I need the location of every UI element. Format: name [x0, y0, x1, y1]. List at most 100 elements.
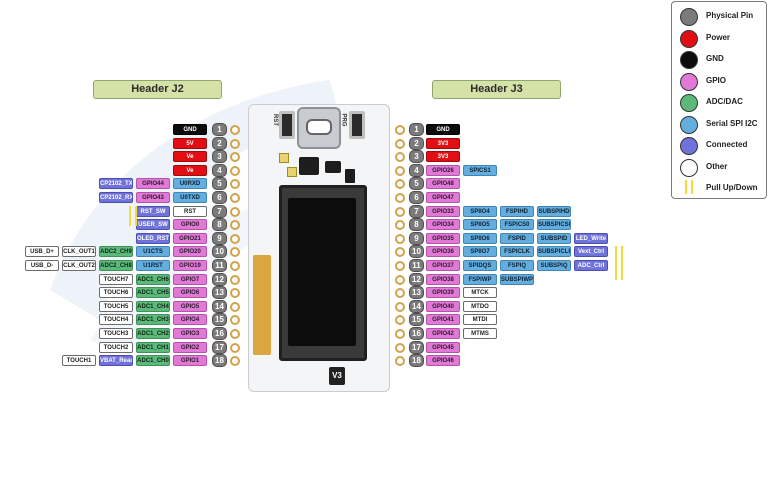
pull-up-down-icon [615, 246, 623, 267]
j3-pin-2-label-1: 3V3 [426, 137, 460, 149]
header-hole-right-6 [395, 193, 405, 203]
legend-swatch-icon [680, 51, 698, 69]
j3-pin-6: 6 [409, 191, 424, 204]
j2-pin-11-label-5: USB_D- [25, 260, 59, 271]
j2-pin-16-label-3: TOUCH3 [99, 328, 133, 339]
j2-pin-12: 12 [212, 272, 227, 286]
legend-swatch-icon [680, 158, 698, 177]
header-hole-left-7 [230, 206, 240, 217]
j2-pin-15: 15 [212, 313, 227, 327]
header-hole-left-6 [230, 193, 240, 203]
j2-pin-16-label-1: GPIO3 [173, 328, 207, 339]
legend-label: Power [706, 32, 731, 42]
j2-pin-6: 6 [212, 191, 227, 204]
j2-pin-5-label-3: CP2102_TX [99, 178, 133, 190]
j2-pin-2-label-1: 5V [173, 137, 207, 149]
j2-pin-13: 13 [212, 286, 227, 300]
chip [299, 157, 319, 175]
j2-pin-13-label-3: TOUCH6 [99, 287, 133, 299]
header-hole-left-1 [230, 125, 240, 135]
chip [287, 167, 297, 177]
j3-pin-15: 15 [409, 313, 424, 327]
header-j2-title: Header J2 [93, 80, 222, 99]
j2-pin-6-label-2: GPIO43 [136, 192, 170, 203]
header-hole-left-5 [230, 179, 240, 190]
j3-pin-10: 10 [409, 245, 424, 259]
j3-pin-11-label-3: FSPIQ [500, 260, 534, 271]
j3-pin-7-label-4: SUBSPIHD [537, 205, 571, 217]
legend-label: Pull Up/Down [706, 183, 758, 192]
j2-pin-10-label-4: CLK_OUT1 [62, 246, 96, 258]
j2-pin-12-label-1: GPIO7 [173, 273, 207, 285]
j3-pin-16-label-2: MTMS [463, 328, 497, 339]
j2-pin-4-label-1: Ve [173, 164, 207, 176]
j2-pin-10-label-1: GPIO20 [173, 246, 207, 258]
j3-pin-11: 11 [409, 259, 424, 272]
j2-pin-14-label-2: ADC1_CH4 [136, 300, 170, 312]
j2-pin-11-label-1: GPIO19 [173, 260, 207, 271]
j2-pin-8-label-2: USER_SW [136, 219, 170, 231]
header-hole-left-11 [230, 261, 240, 271]
header-hole-left-2 [230, 138, 240, 149]
prg-button[interactable] [349, 111, 365, 139]
j3-pin-11-label-5: ADC_Ctrl [574, 260, 608, 271]
legend-swatch-icon [680, 8, 698, 26]
header-hole-left-9 [230, 233, 240, 244]
header-hole-right-11 [395, 261, 405, 271]
j3-pin-11-label-2: SPIDQS [463, 260, 497, 271]
dev-board: RST PRG V3 [248, 104, 390, 392]
j2-pin-5-label-2: GPIO44 [136, 178, 170, 190]
header-hole-left-17 [230, 342, 240, 353]
header-hole-left-18 [230, 356, 240, 367]
j3-pin-3-label-1: 3V3 [426, 151, 460, 163]
j2-pin-7-label-1: RST [173, 205, 207, 217]
oled-display [279, 185, 367, 361]
j2-pin-15-label-2: ADC1_CH3 [136, 314, 170, 326]
legend-label: Connected [706, 140, 748, 149]
j2-pin-18-label-3: VBAT_Read [99, 355, 133, 367]
j2-pin-3-label-1: Ve [173, 151, 207, 163]
j2-pin-14-label-1: GPIO5 [173, 300, 207, 312]
j2-pin-9: 9 [212, 231, 227, 245]
j3-pin-6-label-1: GPIO47 [426, 192, 460, 203]
j3-pin-10-label-1: GPIO36 [426, 246, 460, 258]
legend-label: GND [706, 54, 724, 63]
header-hole-right-2 [395, 138, 405, 149]
j3-pin-13: 13 [409, 286, 424, 300]
j2-pin-12-label-2: ADC1_CH6 [136, 273, 170, 285]
j3-pin-1: 1 [409, 123, 424, 136]
j2-pin-13-label-1: GPIO6 [173, 287, 207, 299]
rst-button[interactable] [279, 111, 295, 139]
j2-pin-11-label-4: CLK_OUT2 [62, 260, 96, 271]
j2-pin-2: 2 [212, 136, 227, 150]
j3-pin-12-label-3: SUBSPIWP [500, 273, 534, 285]
header-hole-right-3 [395, 152, 405, 163]
j3-pin-10-label-4: SUBSPICLK [537, 246, 571, 258]
j2-pin-10-label-3: ADC2_CH9 [99, 246, 133, 258]
j3-pin-4-label-1: GPIO26 [426, 164, 460, 176]
header-hole-left-16 [230, 329, 240, 339]
j3-pin-18-label-1: GPIO46 [426, 355, 460, 367]
j3-pin-17: 17 [409, 340, 424, 354]
prg-label: PRG [340, 113, 347, 127]
header-hole-right-10 [395, 247, 405, 258]
j3-pin-9-label-5: LED_Write [574, 232, 608, 244]
j2-pin-4: 4 [212, 163, 227, 177]
header-hole-right-8 [395, 220, 405, 231]
j3-pin-11-label-4: SUBSPIQ [537, 260, 571, 271]
oled-screen [288, 198, 356, 346]
j3-pin-12-label-2: FSPIWP [463, 273, 497, 285]
j3-pin-10-label-5: Vext_Ctrl [574, 246, 608, 258]
j3-pin-9-label-4: SUBSPID [537, 232, 571, 244]
j2-pin-14-label-3: TOUCH5 [99, 300, 133, 312]
j3-pin-15-label-2: MTDI [463, 314, 497, 326]
header-hole-right-9 [395, 233, 405, 244]
pull-up-down-icon [685, 180, 693, 194]
j3-pin-9-label-1: GPIO35 [426, 232, 460, 244]
header-hole-right-1 [395, 125, 405, 135]
header-hole-right-16 [395, 329, 405, 339]
header-hole-right-17 [395, 342, 405, 353]
j2-pin-17-label-2: ADC1_CH1 [136, 341, 170, 353]
legend-label: Other [706, 161, 728, 171]
legend-label: Serial SPI I2C [706, 118, 758, 128]
